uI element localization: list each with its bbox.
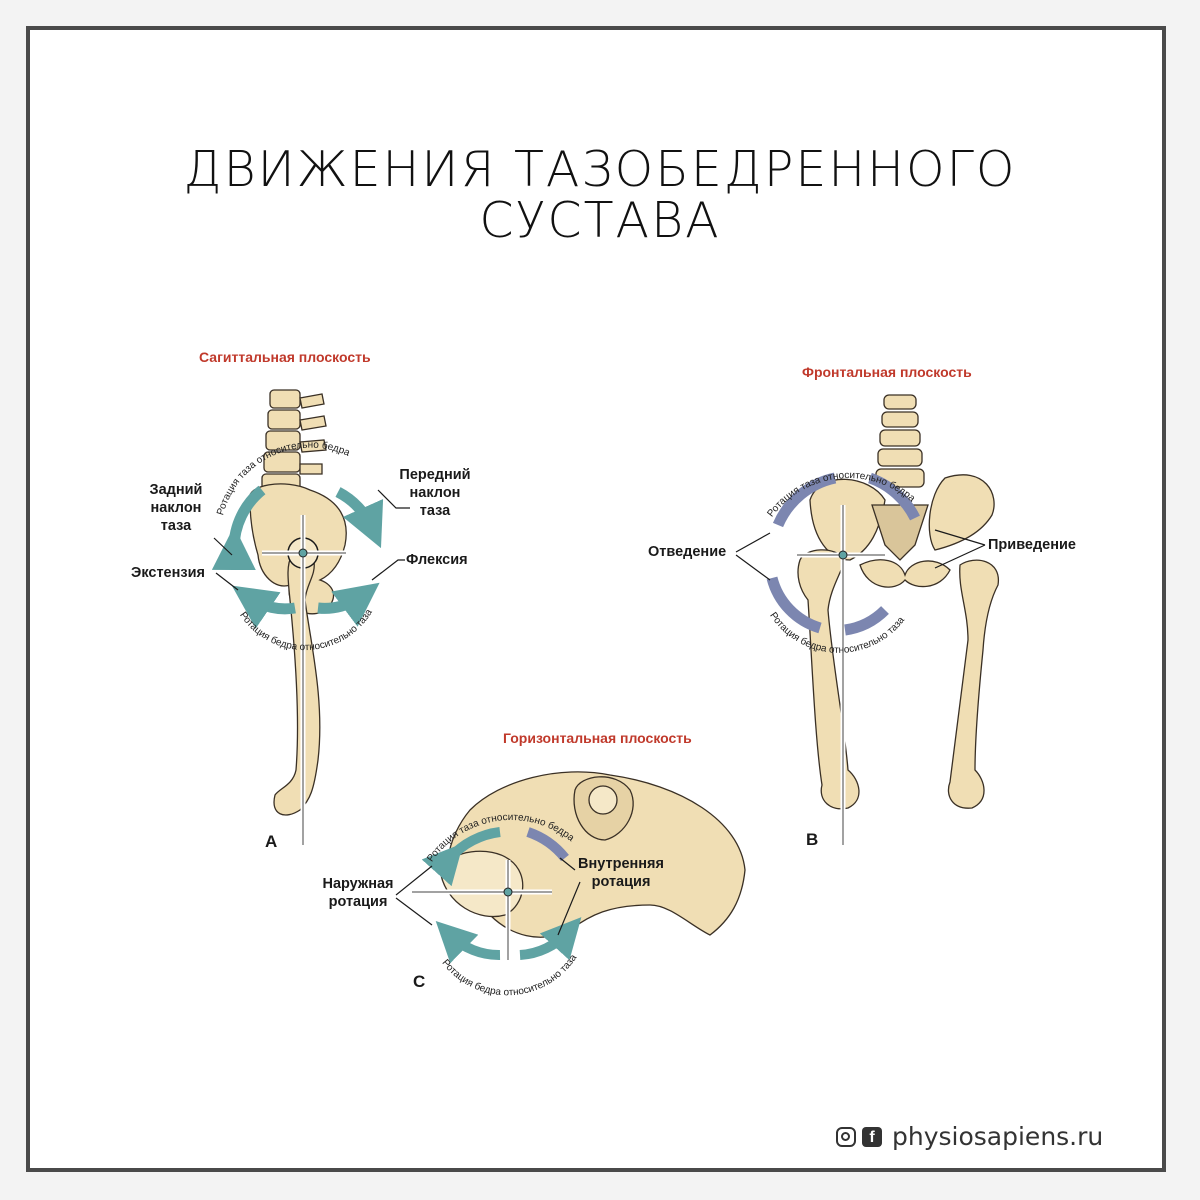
spine-b: [875, 394, 925, 488]
flexion-label: Флексия: [406, 552, 468, 568]
femur-b-right: [947, 559, 999, 809]
page-title-line-2: СУСТАВА: [479, 192, 721, 249]
footer: f physiosapiens.ru: [836, 1122, 1103, 1151]
extension-label: Экстензия: [131, 565, 205, 581]
pelvis-b-left: [809, 478, 886, 561]
panel-a-illustration: Ротация таза относительно бедра Ротация …: [211, 389, 410, 845]
vertebra-c: [588, 785, 618, 815]
adduction-label: Приведение: [988, 537, 1076, 553]
femur-b-left: [797, 549, 860, 810]
abduction-label: Отведение: [648, 544, 727, 560]
panel-c-letter: C: [413, 972, 426, 991]
femur-a: [273, 550, 321, 816]
posterior-tilt-label: Задний наклон таза: [149, 482, 203, 534]
panel-c-plane-label: Горизонтальная плоскость: [503, 730, 692, 746]
page-title-line-1: ДВИЖЕНИЯ ТАЗОБЕДРЕННОГО: [183, 141, 1017, 198]
external-rotation-label: Наружная ротация: [322, 876, 394, 910]
panel-a-plane-label: Сагиттальная плоскость: [199, 349, 371, 365]
anterior-tilt-label: Передний наклон таза: [399, 467, 471, 519]
leader-lines-b: [735, 529, 986, 581]
spine-a: [261, 389, 327, 495]
internal-rotation-label: Внутренняя ротация: [578, 856, 664, 890]
arc-b-bottom-text: Ротация бедра относительно таза: [767, 610, 907, 655]
footer-site-link[interactable]: physiosapiens.ru: [892, 1122, 1104, 1151]
panel-b-plane-label: Фронтальная плоскость: [802, 364, 972, 380]
pubis-b: [859, 559, 951, 588]
leader-lines-c: [395, 857, 581, 936]
pelvis-b-right: [928, 474, 995, 551]
panel-a-letter: A: [265, 832, 278, 851]
sacrum-b: [871, 504, 929, 561]
leader-lines-a: [213, 489, 410, 591]
instagram-icon[interactable]: [836, 1126, 856, 1147]
facebook-icon[interactable]: f: [862, 1126, 882, 1147]
panel-b-illustration: [797, 394, 999, 810]
panel-b-letter: B: [806, 830, 819, 849]
